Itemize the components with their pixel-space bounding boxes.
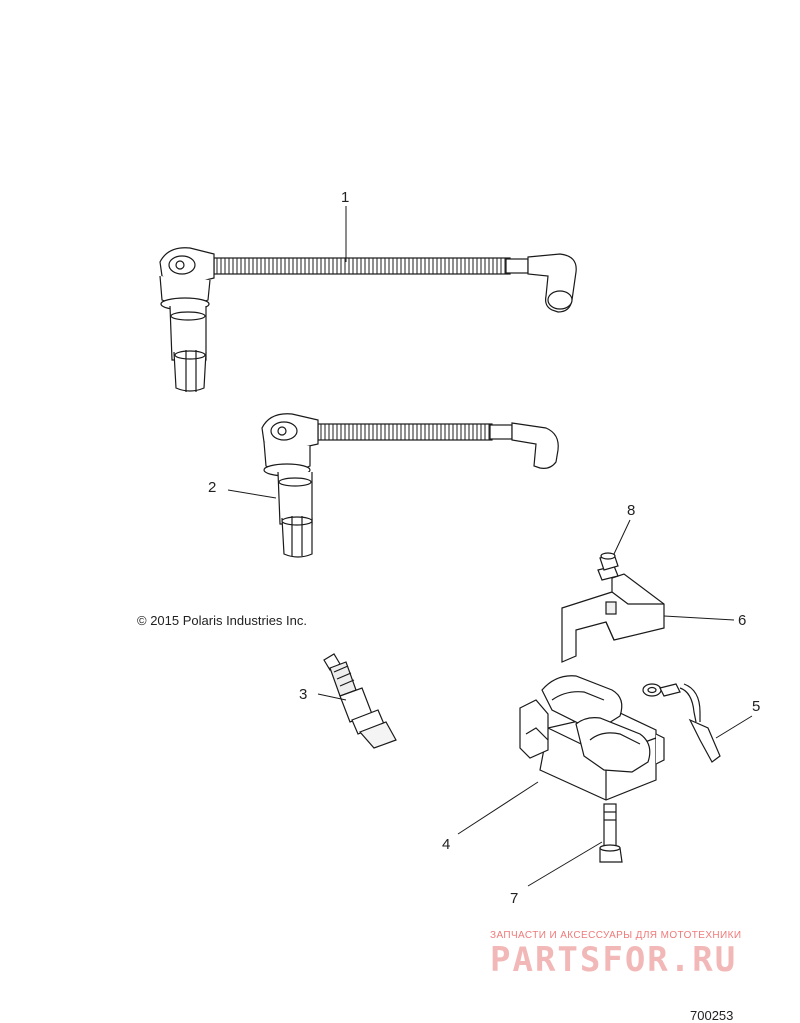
callout-7: 7 <box>510 890 519 907</box>
callout-5: 5 <box>752 698 761 715</box>
spark-plug-wire-short <box>261 413 559 558</box>
callout-3: 3 <box>299 686 308 703</box>
callout-6: 6 <box>738 612 747 629</box>
bolt <box>599 803 623 863</box>
ignition-coil <box>519 675 665 801</box>
spark-plug <box>323 653 397 749</box>
diagram-id: 700253 <box>690 1008 734 1023</box>
ground-wire <box>642 683 721 763</box>
copyright-notice: © 2015 Polaris Industries Inc. <box>137 613 307 628</box>
callout-8: 8 <box>627 502 636 519</box>
callout-1: 1 <box>341 189 350 206</box>
callout-4: 4 <box>442 836 451 853</box>
spark-plug-wire-long <box>159 247 577 392</box>
coil-bracket <box>561 573 665 663</box>
flange-nut <box>597 552 619 581</box>
watermark-tagline: ЗАПЧАСТИ И АКСЕССУАРЫ ДЛЯ МОТОТЕХНИКИ <box>490 930 742 941</box>
leader-lines <box>227 206 753 887</box>
watermark-brand: PARTSFOR.RU <box>490 940 738 980</box>
callout-2: 2 <box>208 479 217 496</box>
